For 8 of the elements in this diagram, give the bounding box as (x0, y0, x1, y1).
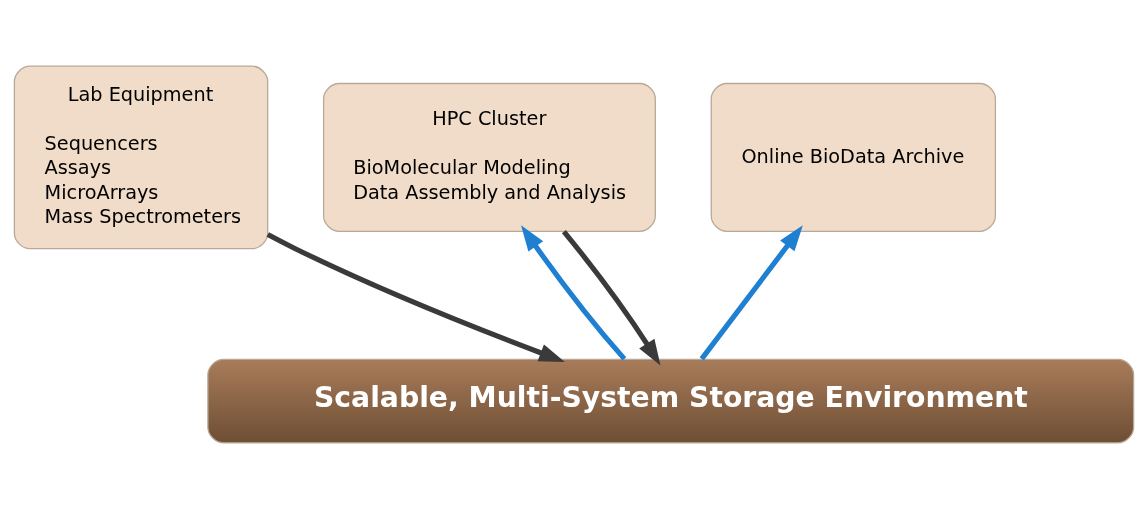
node-box: Scalable, Multi-System Storage Environment (207, 358, 1135, 443)
node-box: Online BioData Archive (710, 82, 997, 232)
node-box: Lab Equipment Sequencers Assays MicroArrays Mass Spectrometers (13, 65, 269, 249)
arrow (699, 224, 803, 360)
arrow (521, 224, 627, 361)
arrow (266, 231, 565, 362)
node-box: HPC Cluster BioMolecular Modeling Data Assembly and Analysis (322, 82, 656, 232)
arrow (561, 229, 661, 365)
